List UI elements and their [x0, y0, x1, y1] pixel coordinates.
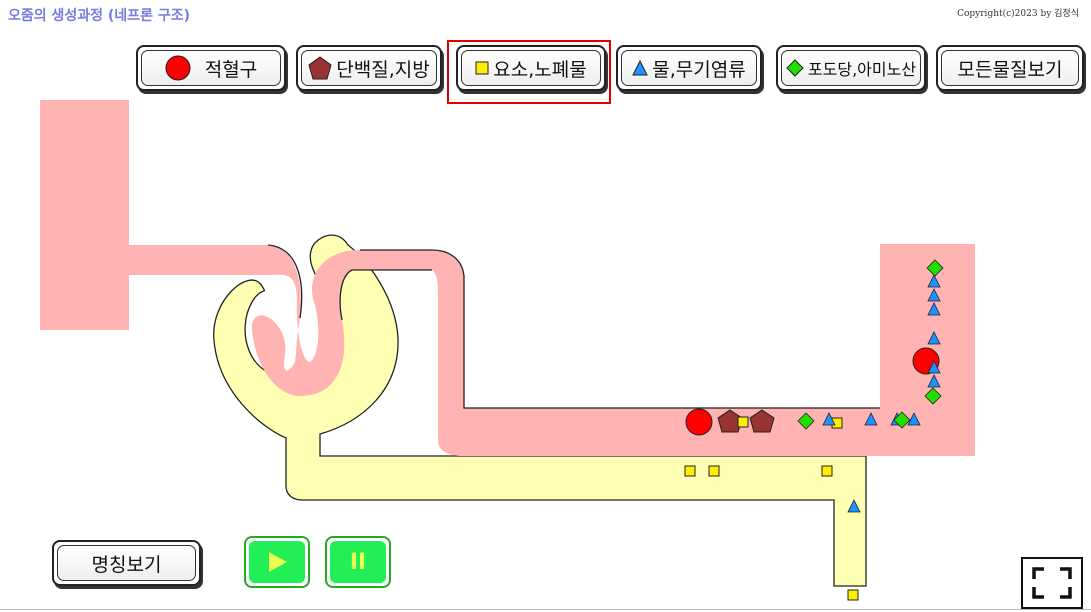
protein-particles: [717, 409, 775, 433]
water-particle: [847, 499, 861, 513]
rbc-particles: [685, 347, 940, 436]
page-title: 오줌의 생성과정 (네프론 구조): [8, 8, 190, 24]
fullscreen-icon: [1032, 567, 1072, 599]
filter-label: 단백질,지방: [336, 58, 430, 81]
water-particle: [927, 360, 941, 374]
show-names-label: 명칭보기: [57, 545, 196, 581]
selected-filter-highlight: [447, 40, 611, 104]
urea-particle: [684, 465, 696, 477]
water-particle: [864, 412, 878, 426]
water-particles: [822, 274, 941, 513]
filter-button-rbc[interactable]: 적혈구: [136, 45, 286, 91]
protein-particle: [717, 409, 743, 433]
filter-label: 포도당,아미노산: [807, 60, 917, 79]
filter-label: 적혈구: [204, 58, 258, 81]
glucose-particle: [926, 259, 944, 277]
filter-button-urea-waste[interactable]: 요소,노폐물: [456, 45, 606, 91]
water-particle: [927, 274, 941, 288]
show-names-button[interactable]: 명칭보기: [52, 540, 201, 586]
urea-particle: [831, 417, 843, 429]
protein-particle: [749, 409, 775, 433]
red-circle-icon: [165, 55, 191, 81]
play-icon: [269, 552, 287, 572]
urea-particle: [847, 589, 859, 601]
yellow-square-icon: [475, 61, 489, 75]
urea-particle: [737, 416, 749, 428]
glucose-particle: [924, 387, 942, 405]
filter-button-glucose-amino[interactable]: 포도당,아미노산: [776, 45, 926, 91]
glucose-particle: [893, 411, 911, 429]
filter-label: 요소,노폐물: [493, 58, 587, 81]
glucose-particle: [797, 412, 815, 430]
copyright-text: Copyright(c)2023 by 김정식: [957, 9, 1079, 19]
water-particle: [890, 412, 904, 426]
filter-label: 물,무기염류: [652, 58, 746, 81]
pause-label: II: [330, 541, 386, 583]
urea-particles: [684, 416, 859, 601]
filter-button-water-minerals[interactable]: 물,무기염류: [616, 45, 762, 91]
urea-particle: [821, 465, 833, 477]
bottom-divider: [0, 609, 1091, 610]
water-particle: [822, 412, 836, 426]
green-diamond-icon: [786, 59, 804, 77]
rbc-particle: [685, 408, 713, 436]
fullscreen-button[interactable]: [1021, 557, 1083, 609]
water-particle: [907, 412, 921, 426]
water-particle: [927, 374, 941, 388]
water-particle: [927, 302, 941, 316]
rbc-particle: [912, 347, 940, 375]
filter-button-protein-fat[interactable]: 단백질,지방: [296, 45, 442, 91]
glucose-particles: [797, 259, 944, 430]
blue-triangle-icon: [632, 60, 649, 76]
filter-button-show-all[interactable]: 모든물질보기: [936, 45, 1084, 91]
blood-vessel: [40, 100, 975, 456]
urea-particle: [708, 465, 720, 477]
play-button[interactable]: [244, 536, 310, 588]
filter-label: 모든물질보기: [957, 58, 1063, 81]
water-particle: [927, 331, 941, 345]
renal-tubule: [213, 234, 867, 587]
pause-button[interactable]: II: [325, 536, 391, 588]
brown-pentagon-icon: [308, 56, 332, 80]
water-particle: [927, 288, 941, 302]
